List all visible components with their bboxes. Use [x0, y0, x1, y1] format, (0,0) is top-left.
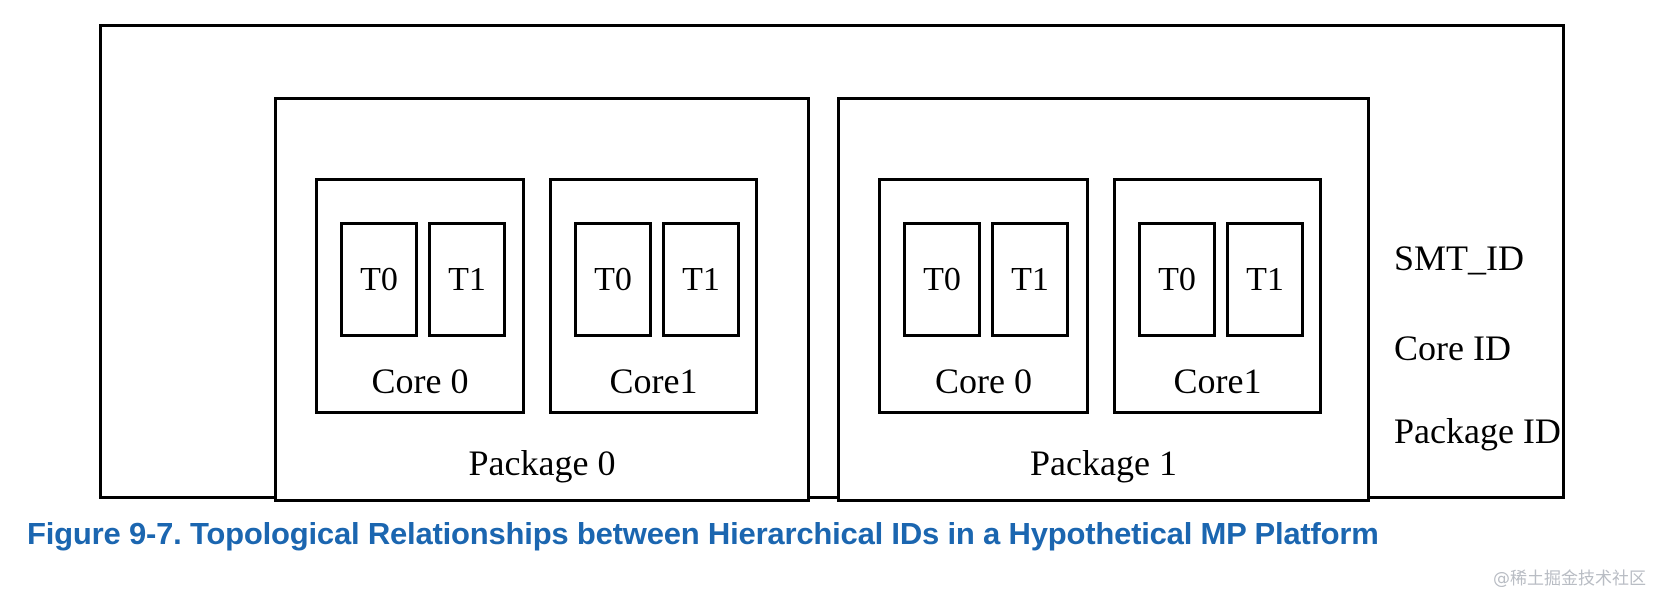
core-box-package1-core1: T0 T1 Core1 [1113, 178, 1322, 414]
core-label: Core1 [1173, 361, 1262, 401]
thread-label: T0 [1158, 260, 1196, 298]
core-box-package0-core1: T0 T1 Core1 [549, 178, 758, 414]
thread-label: T1 [682, 260, 720, 298]
thread-box-package0-core1-t1: T1 [662, 222, 740, 337]
platform-frame: T0 T1 Core 0 T0 T1 Core1 Package 0 [99, 24, 1565, 502]
thread-label: T1 [1246, 260, 1284, 298]
thread-box-package1-core0-t0: T0 [903, 222, 981, 337]
legend-label-package-id: Package ID [1394, 411, 1561, 451]
thread-label: T0 [923, 260, 961, 298]
thread-label: T1 [448, 260, 486, 298]
core-label: Core1 [609, 361, 698, 401]
package-box-1: T0 T1 Core 0 T0 T1 Core1 Package 1 [837, 97, 1370, 502]
core-label: Core 0 [935, 361, 1032, 401]
figure-caption: Figure 9-7. Topological Relationships be… [27, 516, 1379, 551]
core-label: Core 0 [371, 361, 469, 401]
thread-box-package1-core0-t1: T1 [991, 222, 1069, 337]
thread-box-package0-core1-t0: T0 [574, 222, 652, 337]
thread-label: T1 [1011, 260, 1049, 298]
core-box-package1-core0: T0 T1 Core 0 [878, 178, 1089, 414]
thread-box-package0-core0-t1: T1 [428, 222, 506, 337]
thread-box-package0-core0-t0: T0 [340, 222, 418, 337]
thread-label: T0 [360, 260, 398, 298]
watermark: @稀土掘金技术社区 [1493, 569, 1646, 589]
thread-box-package1-core1-t1: T1 [1226, 222, 1304, 337]
package-box-0: T0 T1 Core 0 T0 T1 Core1 Package 0 [274, 97, 810, 502]
legend-label-smt-id: SMT_ID [1394, 238, 1525, 278]
package-label: Package 0 [468, 443, 616, 483]
thread-box-package1-core1-t0: T0 [1138, 222, 1216, 337]
thread-label: T0 [594, 260, 632, 298]
core-box-package0-core0: T0 T1 Core 0 [315, 178, 525, 414]
package-label: Package 1 [1030, 443, 1177, 483]
legend-label-core-id: Core ID [1394, 328, 1511, 368]
